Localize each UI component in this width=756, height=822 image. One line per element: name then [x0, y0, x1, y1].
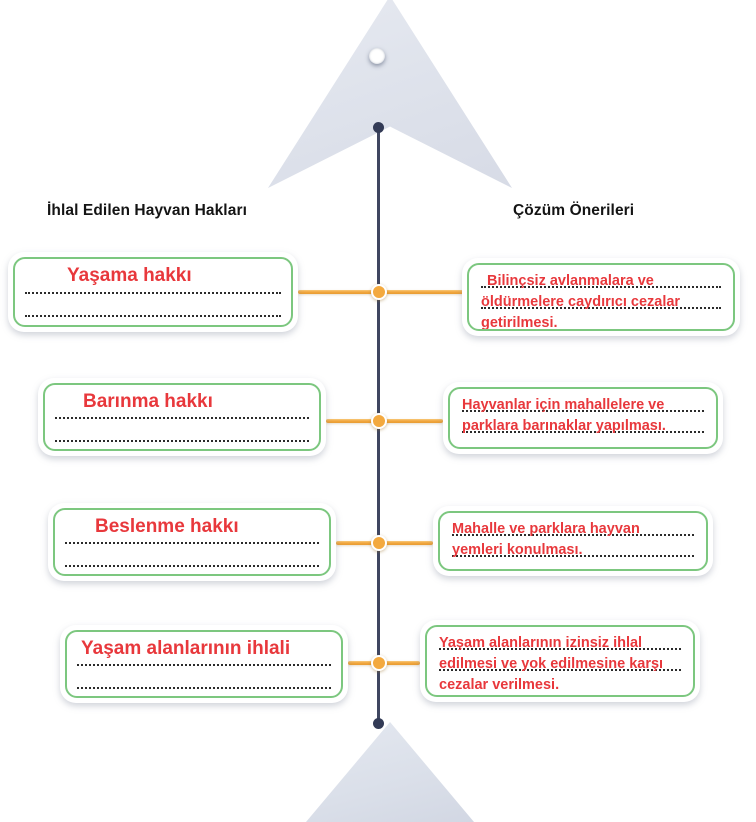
writing-rule	[77, 664, 331, 666]
solution-card-3[interactable]: Mahalle ve parklara hayvan yemleri konul…	[433, 506, 713, 576]
violation-card-2-text: Barınma hakkı	[83, 391, 213, 412]
connector-right-4	[378, 661, 420, 665]
solution-card-4-text: Yaşam alanlarının izinsiz ihlal edilmesi…	[439, 635, 664, 693]
writing-rule	[481, 286, 721, 288]
spine-node-top	[373, 122, 384, 133]
solution-card-1[interactable]: Bilinçsiz avlanmalara ve öldürmelere cay…	[462, 258, 740, 336]
writing-rule	[439, 648, 681, 650]
solution-card-3-inner: Mahalle ve parklara hayvan yemleri konul…	[438, 511, 708, 571]
spine-node-bottom	[373, 718, 384, 729]
writing-rule	[452, 555, 694, 557]
violation-card-3[interactable]: Beslenme hakkı	[48, 503, 336, 581]
writing-rules	[481, 265, 721, 329]
fishbone-diagram: İhlal Edilen Hayvan Hakları Çözüm Öneril…	[8, 0, 740, 822]
connector-right-3	[378, 541, 433, 545]
violation-card-3-inner: Beslenme hakkı	[53, 508, 331, 576]
writing-rule	[481, 307, 721, 309]
solution-card-2[interactable]: Hayvanlar için mahallelere ve parklara b…	[443, 382, 723, 454]
connector-left-3	[336, 541, 378, 545]
left-column-header: İhlal Edilen Hayvan Hakları	[47, 202, 247, 219]
writing-rule	[462, 410, 704, 412]
connector-left-2	[326, 419, 378, 423]
solution-card-3-text: Mahalle ve parklara hayvan yemleri konul…	[452, 521, 640, 558]
writing-rule	[25, 315, 281, 317]
connector-left-1	[298, 290, 378, 294]
writing-rules	[452, 513, 694, 569]
writing-rule	[25, 292, 281, 294]
writing-rule	[65, 542, 319, 544]
violation-card-2-inner: Barınma hakkı	[43, 383, 321, 451]
violation-card-2[interactable]: Barınma hakkı	[38, 378, 326, 456]
writing-rule	[452, 534, 694, 536]
node-dot-4	[371, 655, 387, 671]
node-dot-1	[371, 284, 387, 300]
writing-rule	[439, 669, 681, 671]
solution-card-2-text: Hayvanlar için mahallelere ve parklara b…	[462, 397, 666, 434]
writing-rule	[77, 687, 331, 689]
connector-right-2	[378, 419, 443, 423]
violation-card-4-inner: Yaşam alanlarının ihlali	[65, 630, 343, 698]
writing-rule	[55, 440, 309, 442]
solution-card-2-inner: Hayvanlar için mahallelere ve parklara b…	[448, 387, 718, 449]
solution-card-1-inner: Bilinçsiz avlanmalara ve öldürmelere cay…	[467, 263, 735, 331]
solution-card-4[interactable]: Yaşam alanlarının izinsiz ihlal edilmesi…	[420, 620, 700, 702]
writing-rules	[462, 389, 704, 447]
violation-card-3-text: Beslenme hakkı	[95, 516, 239, 537]
solution-card-1-text: Bilinçsiz avlanmalara ve öldürmelere cay…	[481, 273, 681, 331]
violation-card-4[interactable]: Yaşam alanlarının ihlali	[60, 625, 348, 703]
violation-card-4-text: Yaşam alanlarının ihlali	[81, 638, 291, 659]
writing-rules	[439, 627, 681, 695]
writing-rule	[55, 417, 309, 419]
node-dot-2	[371, 413, 387, 429]
fish-tail-shape	[306, 722, 474, 822]
violation-card-1-text: Yaşama hakkı	[67, 265, 192, 286]
writing-rule	[65, 565, 319, 567]
solution-card-4-inner: Yaşam alanlarının izinsiz ihlal edilmesi…	[425, 625, 695, 697]
violation-card-1-inner: Yaşama hakkı	[13, 257, 293, 327]
connector-left-4	[348, 661, 378, 665]
node-dot-3	[371, 535, 387, 551]
right-column-header: Çözüm Önerileri	[513, 202, 635, 219]
writing-rule	[462, 431, 704, 433]
fish-eye-icon	[369, 48, 385, 64]
connector-right-1	[378, 290, 464, 294]
fish-head-shape	[268, 0, 512, 188]
violation-card-1[interactable]: Yaşama hakkı	[8, 252, 298, 332]
